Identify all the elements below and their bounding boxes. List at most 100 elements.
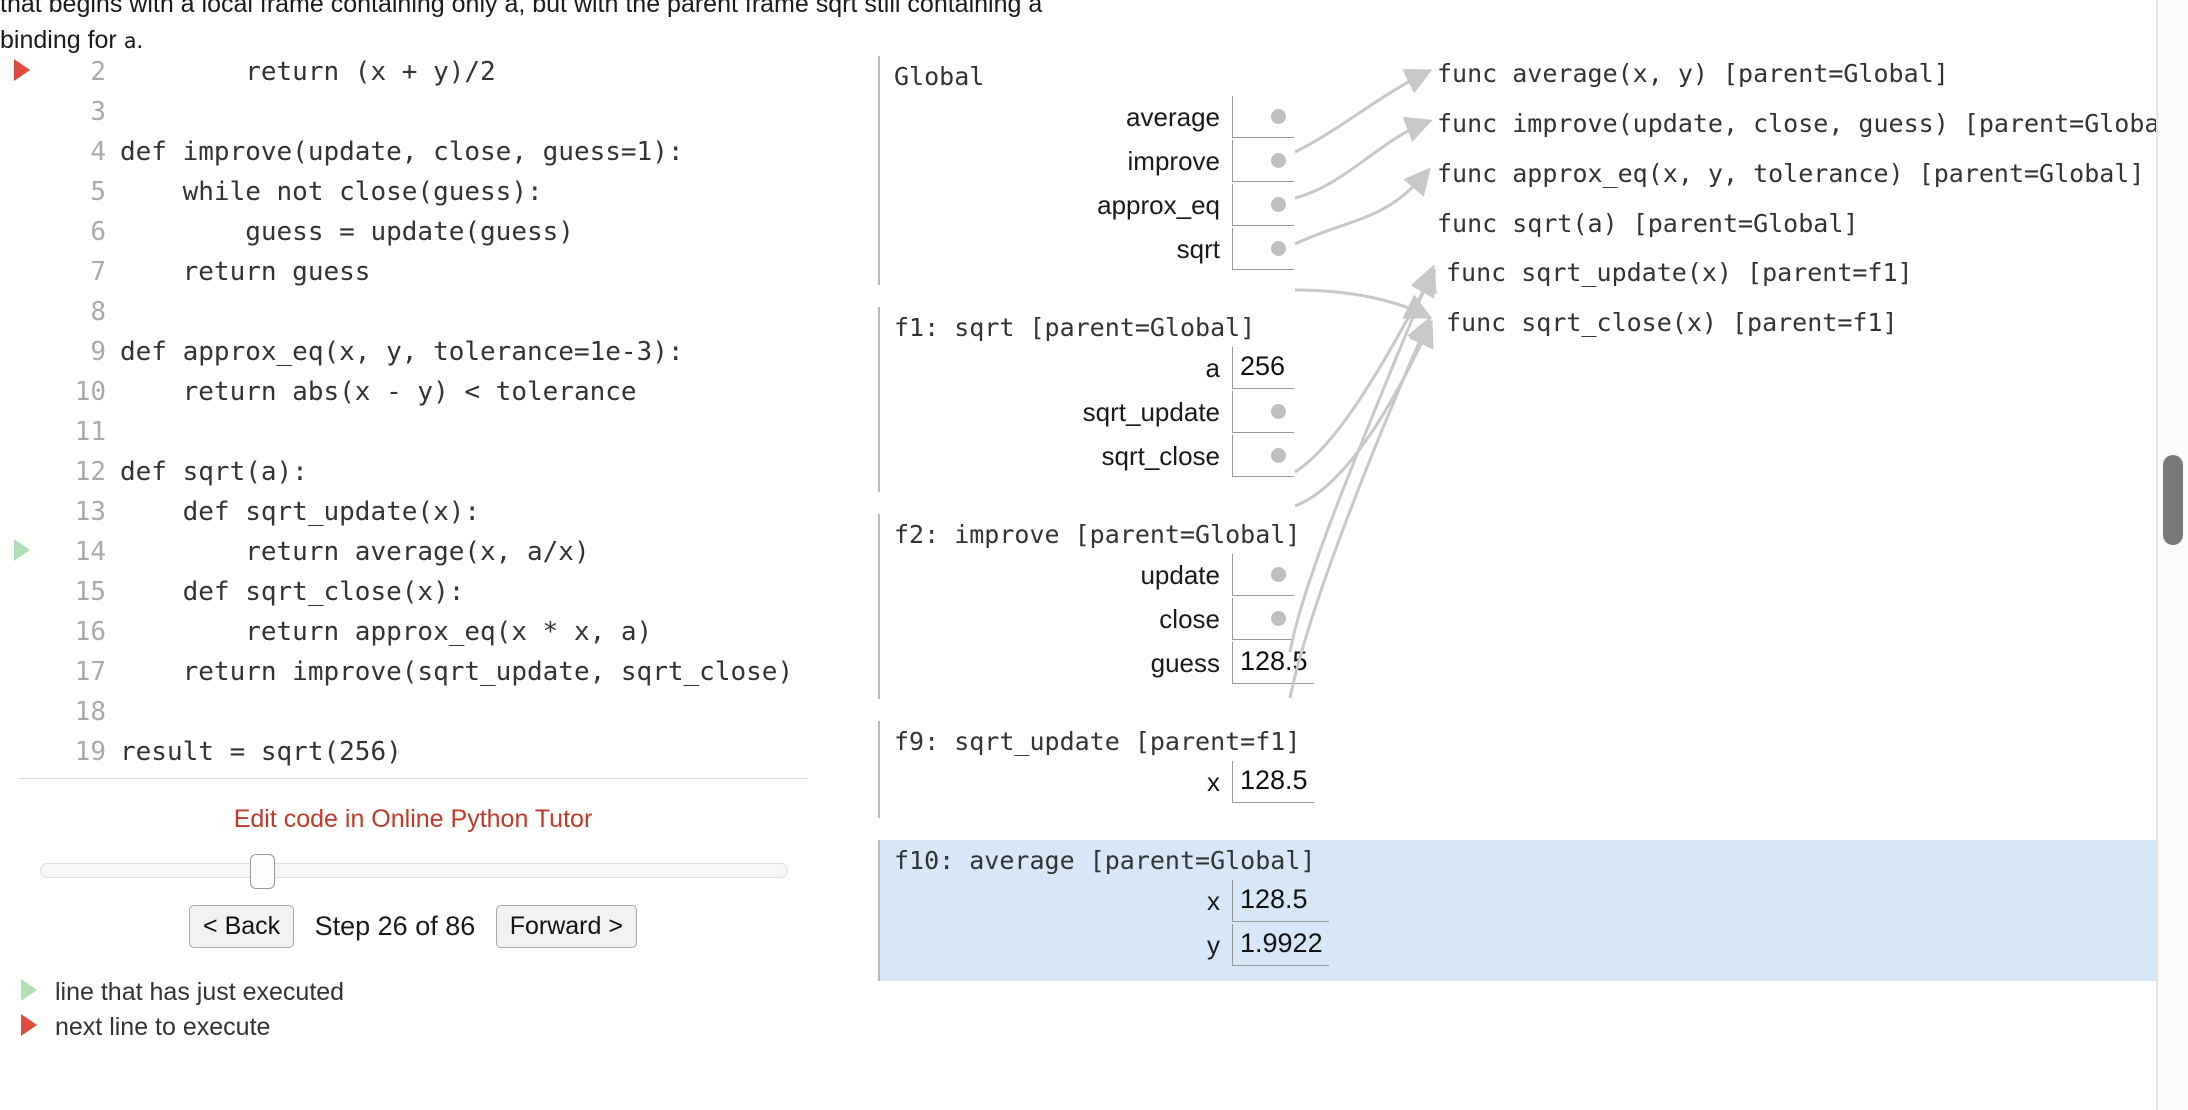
line-number: 16 xyxy=(74,617,106,647)
code-marker-slot xyxy=(0,92,44,132)
variable-value-cell xyxy=(1232,227,1294,271)
red-triangle-icon xyxy=(0,52,44,92)
variable-name: y xyxy=(1207,929,1220,960)
green-triangle-icon xyxy=(12,979,46,1006)
code-marker-slot xyxy=(0,572,44,612)
edit-code-link[interactable]: Edit code in Online Python Tutor xyxy=(233,805,593,833)
code-text: return average(x, a/x) xyxy=(120,537,590,567)
frame-title: f10: average [parent=Global] xyxy=(894,846,1316,875)
variable-name: sqrt_update xyxy=(1082,396,1220,427)
page-scrollbar[interactable] xyxy=(2157,0,2188,1110)
variable-name: guess xyxy=(1150,647,1220,678)
variable-name: a xyxy=(1205,352,1220,383)
variable-name: approx_eq xyxy=(1097,189,1220,220)
variable-name: average xyxy=(1126,101,1220,132)
step-counter: Step 26 of 86 xyxy=(314,911,476,941)
pointer-dot-icon xyxy=(1271,611,1286,626)
code-marker-slot xyxy=(0,132,44,172)
pointer-dot-icon xyxy=(1271,567,1286,582)
variable-value-box: 128.5 xyxy=(1232,642,1314,684)
variable-value-cell xyxy=(1232,95,1294,139)
code-text: return (x + y)/2 xyxy=(120,57,496,87)
variable-row: sqrt xyxy=(880,227,1294,271)
variable-pointer-box xyxy=(1232,96,1294,138)
frame-title: f9: sqrt_update [parent=f1] xyxy=(894,727,1301,756)
variable-pointer-box xyxy=(1232,228,1294,270)
line-number: 5 xyxy=(90,177,106,207)
variable-pointer-box xyxy=(1232,598,1294,640)
line-number: 11 xyxy=(74,417,106,447)
back-button[interactable]: < Back xyxy=(189,905,295,948)
code-line: 14 return average(x, a/x) xyxy=(0,532,793,572)
slider-track[interactable] xyxy=(40,863,788,878)
line-number: 6 xyxy=(90,217,106,247)
line-number: 9 xyxy=(90,337,106,367)
slider-handle[interactable] xyxy=(250,854,275,889)
variable-value-cell: 128.5 xyxy=(1232,641,1314,685)
variable-value-cell xyxy=(1232,183,1294,227)
variable-pointer-box xyxy=(1232,184,1294,226)
scrollbar-thumb[interactable] xyxy=(2163,455,2183,545)
pointer-dot-icon xyxy=(1271,241,1286,256)
code-text xyxy=(120,92,793,132)
frame-f2: f2: improve [parent=Global] update close gu… xyxy=(878,514,2158,699)
variable-value-box: 256 xyxy=(1232,347,1294,389)
variable-row: approx_eq xyxy=(880,183,1294,227)
red-triangle-icon xyxy=(12,1014,46,1041)
variable-row: update xyxy=(880,553,1314,597)
variable-value-cell xyxy=(1232,139,1294,183)
pointer-dot-icon xyxy=(1271,404,1286,419)
heap-object-h-sqrt-update: func sqrt_update(x) [parent=f1] xyxy=(1446,258,1913,287)
step-slider[interactable] xyxy=(40,854,788,889)
line-number: 12 xyxy=(74,457,106,487)
variable-value-cell: 128.5 xyxy=(1232,879,1329,923)
pointer-dot-icon xyxy=(1271,109,1286,124)
line-number: 19 xyxy=(74,737,106,767)
code-text: while not close(guess): xyxy=(120,177,543,207)
code-line: 6 guess = update(guess) xyxy=(0,212,793,252)
variable-name: improve xyxy=(1127,145,1220,176)
variable-row: close xyxy=(880,597,1314,641)
variable-name: close xyxy=(1159,603,1220,634)
variable-value-cell xyxy=(1232,597,1314,641)
step-controls: < Back Step 26 of 86 Forward > xyxy=(18,905,808,948)
variable-value-box: 128.5 xyxy=(1232,761,1314,803)
variable-value-cell xyxy=(1232,390,1294,434)
code-marker-slot xyxy=(0,172,44,212)
variable-name: sqrt_close xyxy=(1101,440,1221,471)
code-text xyxy=(120,412,793,452)
code-marker-slot xyxy=(0,732,44,772)
green-triangle-icon xyxy=(0,532,44,572)
variable-row: a 256 xyxy=(880,346,1294,390)
code-line: 11 xyxy=(0,412,793,452)
code-text: return approx_eq(x * x, a) xyxy=(120,617,653,647)
frame-title: Global xyxy=(894,62,985,91)
code-line: 10 return abs(x - y) < tolerance xyxy=(0,372,793,412)
line-number: 10 xyxy=(74,377,106,407)
code-marker-slot xyxy=(0,412,44,452)
code-text: result = sqrt(256) xyxy=(120,737,402,767)
legend-item-next: next line to execute xyxy=(12,1010,512,1045)
prose-line-2-prefix: binding for xyxy=(0,26,124,54)
forward-button[interactable]: Forward > xyxy=(495,905,637,948)
code-line: 15 def sqrt_close(x): xyxy=(0,572,793,612)
code-line: 18 xyxy=(0,692,793,732)
code-line: 19 result = sqrt(256) xyxy=(0,732,793,772)
code-line: 16 return approx_eq(x * x, a) xyxy=(0,612,793,652)
frame-title: f2: improve [parent=Global] xyxy=(894,520,1301,549)
line-number: 17 xyxy=(74,657,106,687)
legend-label-next: next line to execute xyxy=(55,1013,271,1041)
variable-pointer-box xyxy=(1232,435,1294,477)
variable-value-cell xyxy=(1232,553,1314,597)
code-marker-slot xyxy=(0,492,44,532)
variable-value-box: 1.9922 xyxy=(1232,924,1329,966)
